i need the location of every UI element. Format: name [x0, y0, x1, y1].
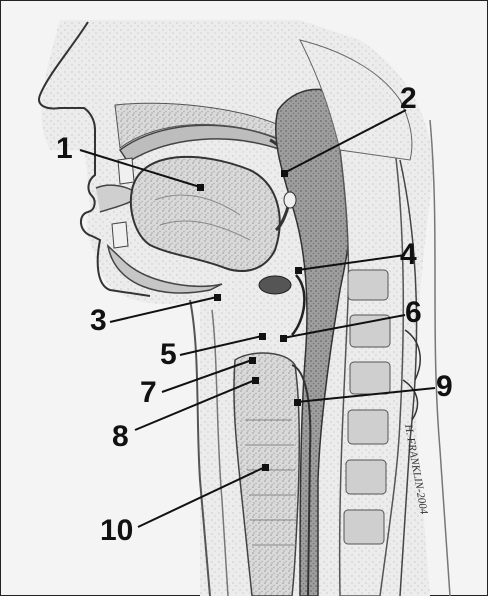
target-dot-2 — [281, 170, 288, 177]
pharyngeal-tonsil — [284, 192, 296, 208]
callout-label-6: 6 — [405, 298, 422, 328]
target-dot-9 — [294, 399, 301, 406]
palatine-tonsil — [259, 276, 291, 294]
target-dot-8 — [252, 377, 259, 384]
target-dot-1 — [197, 184, 204, 191]
target-dot-4 — [295, 267, 302, 274]
callout-label-3: 3 — [90, 306, 107, 336]
target-dot-5 — [259, 333, 266, 340]
target-dot-7 — [249, 357, 256, 364]
callout-label-7: 7 — [140, 378, 157, 408]
callout-label-10: 10 — [100, 516, 133, 546]
callout-label-5: 5 — [160, 340, 177, 370]
target-dot-3 — [214, 294, 221, 301]
lower-teeth — [112, 222, 128, 248]
target-dot-6 — [280, 335, 287, 342]
callout-label-2: 2 — [400, 84, 417, 114]
callout-label-1: 1 — [56, 134, 73, 164]
neck-back — [430, 120, 450, 596]
callout-label-8: 8 — [112, 422, 129, 452]
target-dot-10 — [262, 464, 269, 471]
callout-label-9: 9 — [436, 372, 453, 402]
callout-label-4: 4 — [400, 240, 417, 270]
